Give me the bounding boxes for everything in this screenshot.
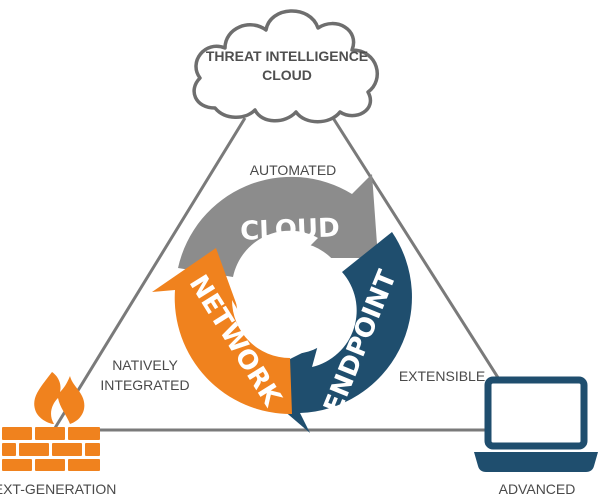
cloud-label-line2: CLOUD [262,67,312,83]
edge-label-natively: NATIVELY [112,357,178,373]
triangle-edge-right [326,109,532,429]
flame-icon [34,372,85,424]
platform-ring [152,174,412,433]
edge-label-automated: AUTOMATED [250,162,337,178]
ring-segment-cloud [178,174,378,277]
ring-label-cloud: CLOUD [240,213,341,246]
corner-label-advanced: ADVANCED [499,481,576,497]
cloud-label-line1: THREAT INTELLIGENCE [206,48,368,64]
laptop-icon [474,376,598,472]
ring-center [236,242,348,354]
firewall-icon [2,372,100,471]
edge-label-extensible: EXTENSIBLE [399,368,485,384]
corner-label-next-generation: NEXT-GENERATION [0,481,116,497]
triangle-edge-left [53,117,247,429]
edge-label-integrated: INTEGRATED [100,377,189,393]
ring-segment-network [152,248,292,415]
triangle-frame [53,109,532,432]
cloud-icon [192,9,379,124]
